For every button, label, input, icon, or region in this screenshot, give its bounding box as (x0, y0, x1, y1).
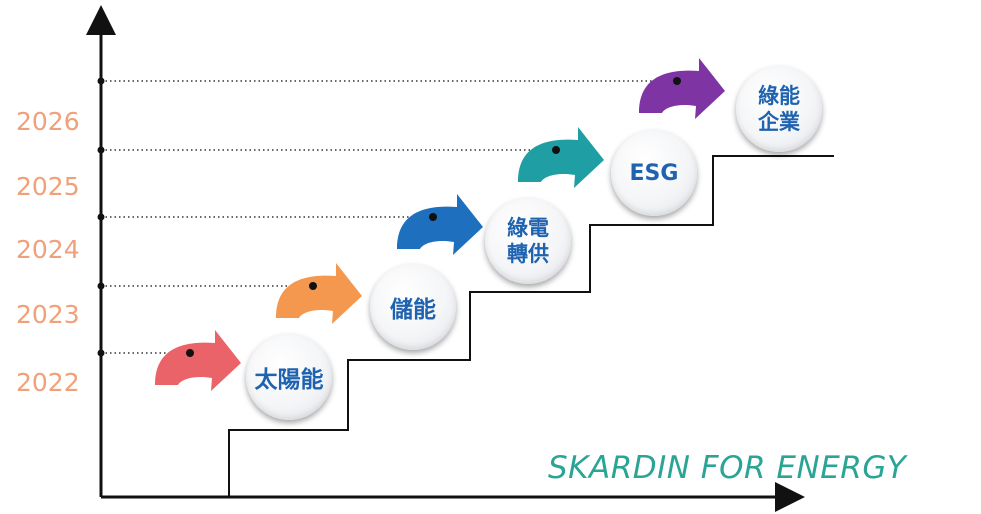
curved-arrow-icon (518, 127, 604, 188)
year-label-2024: 2024 (16, 235, 80, 264)
stage-label: 綠能 企業 (758, 84, 800, 134)
curved-arrow-icon (397, 194, 483, 255)
year-label-2026: 2026 (16, 107, 80, 136)
year-guide-lines (97, 77, 677, 357)
brand-slogan: SKARDIN FOR ENERGY (548, 450, 907, 486)
guide-dot (673, 77, 681, 85)
axis-dot (97, 349, 105, 357)
year-label-2025: 2025 (16, 172, 80, 201)
year-label-2022: 2022 (16, 368, 80, 397)
stage-circle-green-power: 綠電 轉供 (485, 198, 571, 284)
stage-circle-green-enterprise: 綠能 企業 (736, 66, 822, 152)
guide-dot (552, 146, 560, 154)
axis-dot (97, 77, 105, 85)
axis-dot (97, 213, 105, 221)
stage-label: 綠電 轉供 (507, 216, 549, 266)
guide-dot (186, 349, 194, 357)
year-label-2023: 2023 (16, 300, 80, 329)
axis-dot (97, 146, 105, 154)
stage-circle-storage: 儲能 (370, 264, 456, 350)
curved-arrow-icon (639, 58, 725, 119)
guide-dot (309, 282, 317, 290)
stage-arrows (155, 58, 725, 391)
curved-arrow-icon (276, 263, 362, 324)
stage-circle-solar: 太陽能 (246, 334, 332, 420)
stage-label: 儲能 (390, 297, 436, 323)
guide-dot (429, 213, 437, 221)
staircase (228, 155, 834, 497)
stage-label: 太陽能 (254, 367, 324, 393)
stage-circle-esg: ESG (611, 130, 697, 216)
axis-dot (97, 282, 105, 290)
curved-arrow-icon (155, 330, 241, 391)
stage-label: ESG (629, 160, 679, 186)
